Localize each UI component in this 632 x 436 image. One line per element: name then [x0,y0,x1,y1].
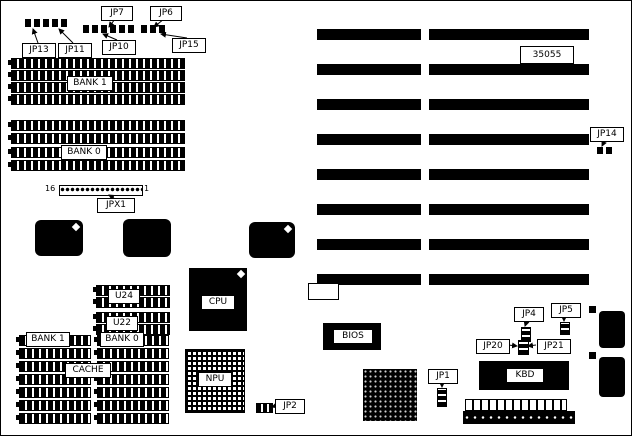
jp14-jumper [597,147,614,154]
oscillator [308,283,339,300]
simm-socket-row [8,133,185,144]
jumper-pin-row [25,19,70,27]
jp14-label: JP14 [590,127,624,142]
isa-slot-segment [317,169,421,180]
simm-bank1-label: BANK 1 [67,76,113,91]
npu-socket [185,349,245,413]
jpx1-header [59,185,143,196]
simm-socket-row [8,120,185,131]
pin-header-bottom [463,411,575,424]
cache-chip-row [16,413,91,424]
jp20-label: JP20 [476,339,510,354]
jpx1-pin16-marker: 16 [45,184,56,193]
npu-label: NPU [198,372,232,387]
jp5-label: JP5 [551,303,581,318]
jp11-label: JP11 [58,43,92,58]
jp15-label: JP15 [172,38,206,53]
jumper-pin-row [83,25,135,33]
plcc-chip [249,222,295,258]
bios-label: BIOS [333,329,373,344]
plcc-chip [35,220,83,256]
isa-slot-segment [317,134,421,145]
simm-socket-row [8,58,185,69]
edge-component [589,306,596,313]
isa-slot-segment [317,99,421,110]
cache-chip-row [16,348,91,359]
cache-chip-row [94,374,169,385]
cache-chip-row [94,387,169,398]
isa-slot-segment [317,204,421,215]
jp5-jumper [560,322,570,335]
isa-slot-segment [429,29,589,40]
isa-slot-segment [429,169,589,180]
cache-label: CACHE [65,363,111,378]
keyboard-connector [599,311,625,348]
jp21-label: JP21 [537,339,571,354]
simm-socket-row [8,160,185,171]
edge-component [589,352,596,359]
chipset-label: 35055 [520,46,574,64]
isa-slot-segment [317,274,421,285]
isa-slot-segment [429,134,589,145]
cpu-label: CPU [201,295,235,310]
jp1-jumper [437,388,447,407]
isa-slot-segment [429,99,589,110]
jp4-label: JP4 [514,307,544,322]
simm-bank0-label: BANK 0 [61,145,107,160]
cache-chip-row [94,400,169,411]
cache-chip-row [16,387,91,398]
jpx1-pin1-marker: 1 [144,184,150,193]
jpx1-label: JPX1 [97,198,135,213]
jp7-label: JP7 [101,6,133,21]
jp10-label: JP10 [102,40,136,55]
jp13-label: JP13 [22,43,56,58]
cache-bank0-label: BANK 0 [100,332,144,347]
u24-label: U24 [108,289,140,304]
kbd-label: KBD [506,368,544,383]
isa-slot-segment [429,204,589,215]
cache-chip-row [16,374,91,385]
cache-chip-row [94,413,169,424]
jp2-label: JP2 [275,399,305,414]
jumper-pin-row [141,25,167,33]
cache-chip-row [16,400,91,411]
simm-socket-row [8,94,185,105]
isa-slot-segment [317,239,421,250]
power-connector [599,357,625,397]
isa-slot-segment [429,64,589,75]
isa-slot-segment [429,274,589,285]
u22-label: U22 [106,316,138,331]
pin-header-top [465,399,567,411]
plcc-chip [123,219,171,257]
isa-slot-segment [317,64,421,75]
isa-slot-segment [317,29,421,40]
qfp-chip [363,369,417,421]
jp6-label: JP6 [150,6,182,21]
cache-chip-row [94,348,169,359]
cache-bank1-label: BANK 1 [26,332,70,347]
jp1-label: JP1 [428,369,458,384]
isa-slot-segment [429,239,589,250]
